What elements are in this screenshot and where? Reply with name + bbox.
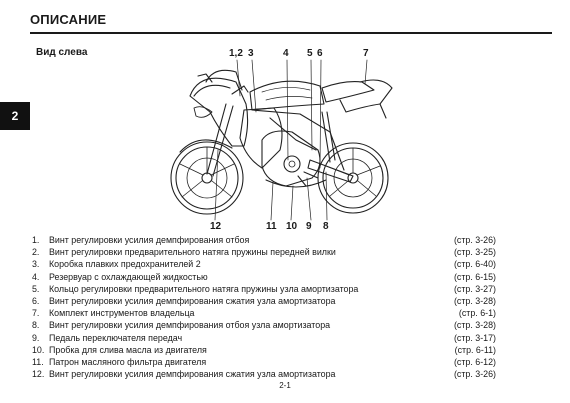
title-rule [30,32,552,34]
callout-12: 12 [210,221,222,232]
list-item: 8. Винт регулировки усилия демпфирования … [32,319,496,331]
item-number: 1. [32,235,40,245]
list-item: 7. Комплект инструментов владельца (стр. 6… [32,307,496,319]
item-number: 5. [32,283,40,294]
item-description: Винт регулировки усилия демпфирования сж… [49,295,336,306]
item-number: 4. [32,271,40,282]
page-number: 2-1 [279,381,291,390]
item-number: 10. [32,344,45,355]
callout-10: 10 [286,221,298,232]
list-item: 9. Педаль переключателя передач (стр. 3-17… [32,332,496,344]
callout-1-2: 1,2 [229,48,243,59]
list-item: 2. Винт регулировки предварительного натя… [32,246,496,258]
page-title: ОПИСАНИЕ [30,12,107,27]
list-item: 10. Пробка для слива масла из двигателя (с… [32,344,496,356]
item-description: Коробка плавких предохранителей 2 [49,259,201,270]
item-page-ref: (стр. 6-15) [453,271,496,282]
list-item: 12. Винт регулировки усилия демпфирования… [32,368,496,380]
item-page-ref: (стр. 3-27) [453,283,496,294]
item-page-ref: (стр. 6-40) [453,259,496,270]
item-number: 12. [32,369,45,380]
item-number: 6. [32,295,40,306]
item-description: Винт регулировки усилия демпфирования от… [49,320,331,331]
item-description: Кольцо регулировки предварительного натя… [49,283,359,294]
list-item: 5. Кольцо регулировки предварительного на… [32,283,496,295]
item-number: 7. [32,308,40,319]
item-page-ref: (стр. 3-25) [453,247,496,258]
section-title: Вид слева [36,47,88,58]
item-description: Педаль переключателя передач [49,332,183,343]
callout-3: 3 [248,48,254,59]
callout-6: 6 [317,48,323,59]
item-number: 2. [32,247,40,258]
item-page-ref: (стр. 6-1) [458,308,496,319]
list-item: 1. Винт регулировки усилия демпфирования … [32,234,496,246]
item-description: Резервуар с охлаждающей жидкостью [49,271,208,282]
callout-9: 9 [306,221,312,232]
item-number: 8. [32,320,40,331]
callout-4: 4 [283,48,289,59]
item-number: 11. [32,356,44,367]
parts-list: 1. Винт регулировки усилия демпфирования … [32,234,496,380]
item-number: 9. [32,332,40,343]
item-page-ref: (стр. 6-12) [453,356,496,367]
list-item: 3. Коробка плавких предохранителей 2 (стр.… [32,258,496,270]
list-item: 6. Винт регулировки усилия демпфирования … [32,295,496,307]
item-page-ref: (стр. 6-11) [454,344,496,355]
callout-8: 8 [323,221,329,232]
callout-11: 11 [266,221,277,232]
item-page-ref: (стр. 3-28) [453,295,496,306]
callout-7: 7 [363,48,369,59]
list-item: 4. Резервуар с охлаждающей жидкостью (стр.… [32,271,496,283]
item-description: Комплект инструментов владельца [49,308,195,319]
chapter-tab: 2 [0,102,30,130]
callout-5: 5 [307,48,313,59]
motorcycle-illustration [170,59,393,221]
item-page-ref: (стр. 3-17) [453,332,496,343]
item-page-ref: (стр. 3-26) [453,235,496,245]
item-page-ref: (стр. 3-26) [453,369,496,380]
item-description: Патрон масляного фильтра двигателя [49,356,207,367]
item-description: Винт регулировки усилия демпфирования от… [49,235,250,245]
item-description: Пробка для слива масла из двигателя [49,344,207,355]
item-description: Винт регулировки усилия демпфирования сж… [49,369,336,380]
list-item: 11. Патрон масляного фильтра двигателя (ст… [32,356,496,368]
item-description: Винт регулировки предварительного натяга… [49,247,336,258]
item-page-ref: (стр. 3-28) [453,320,496,331]
item-number: 3. [32,259,40,270]
